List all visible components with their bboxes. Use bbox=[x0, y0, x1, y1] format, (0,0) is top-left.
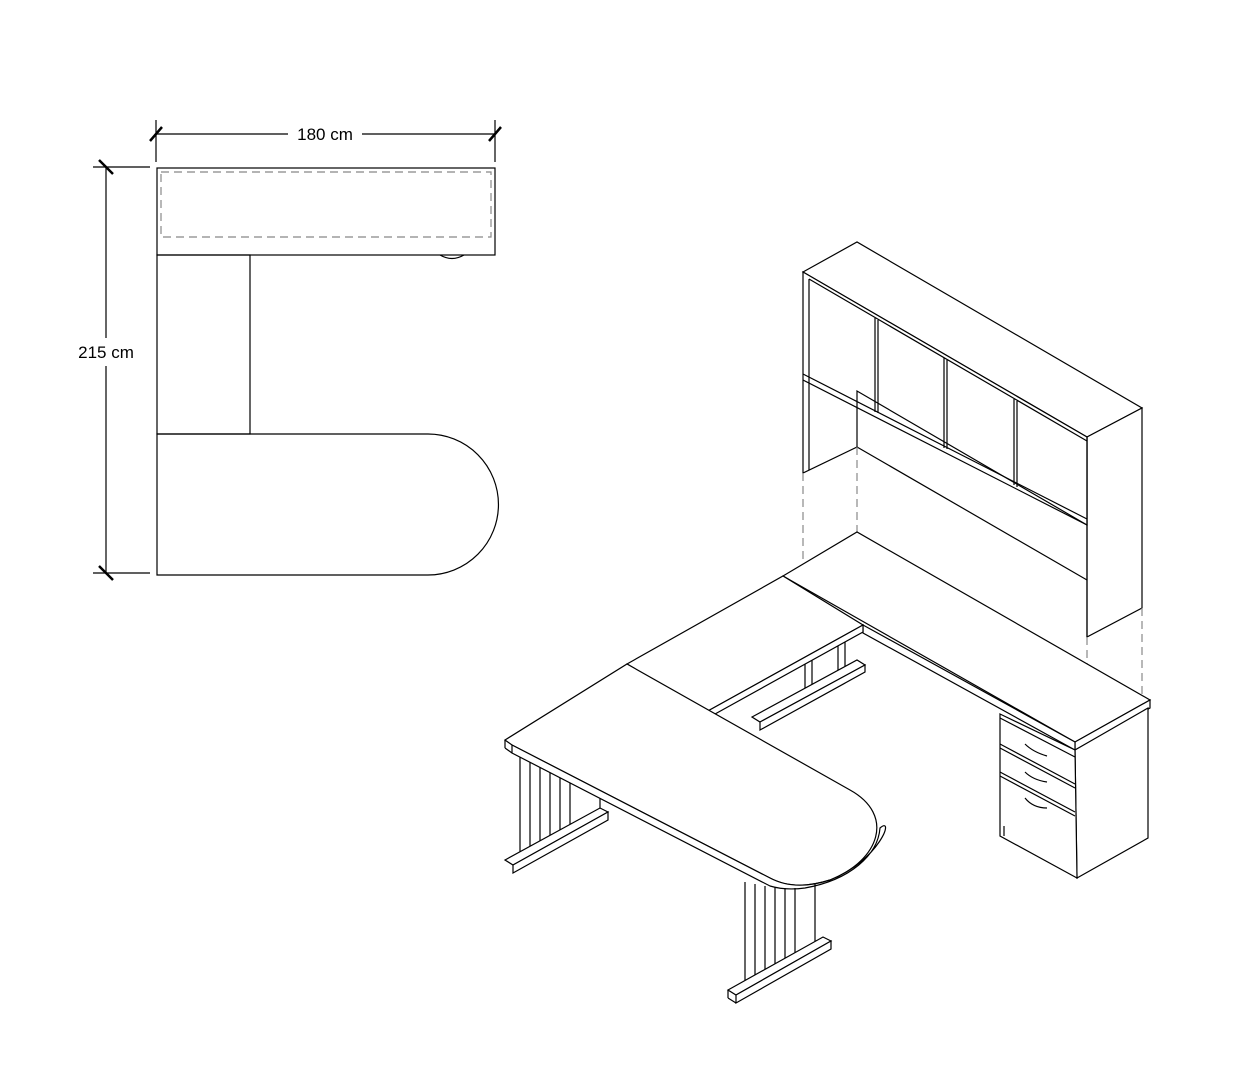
width-label: 180 cm bbox=[297, 125, 353, 144]
drawer-handle-icon bbox=[1024, 797, 1048, 809]
plan-bridge bbox=[156, 254, 251, 435]
plan-back-desk bbox=[156, 167, 496, 256]
hutch-alignment-lines bbox=[802, 447, 1143, 725]
peninsula-front-legs bbox=[726, 882, 833, 1005]
isometric-view bbox=[503, 241, 1152, 1005]
drawer-handle-icon bbox=[1024, 743, 1048, 757]
peninsula-back-legs bbox=[503, 752, 610, 875]
bridge-top bbox=[625, 575, 865, 721]
bridge-legs bbox=[709, 627, 867, 732]
drawer-handle-icon bbox=[1024, 771, 1048, 783]
plan-view: 180 cm 215 cm bbox=[78, 120, 502, 581]
back-desk bbox=[781, 531, 1152, 752]
depth-dimension: 215 cm bbox=[78, 159, 150, 581]
peninsula-desk bbox=[503, 663, 887, 890]
plan-peninsula bbox=[156, 433, 500, 576]
depth-label: 215 cm bbox=[78, 343, 134, 362]
plan-hutch-outline bbox=[160, 171, 492, 238]
hutch bbox=[801, 241, 1144, 638]
width-dimension: 180 cm bbox=[149, 120, 502, 162]
pedestal bbox=[999, 706, 1149, 880]
plan-pedestal-mark bbox=[439, 254, 465, 260]
